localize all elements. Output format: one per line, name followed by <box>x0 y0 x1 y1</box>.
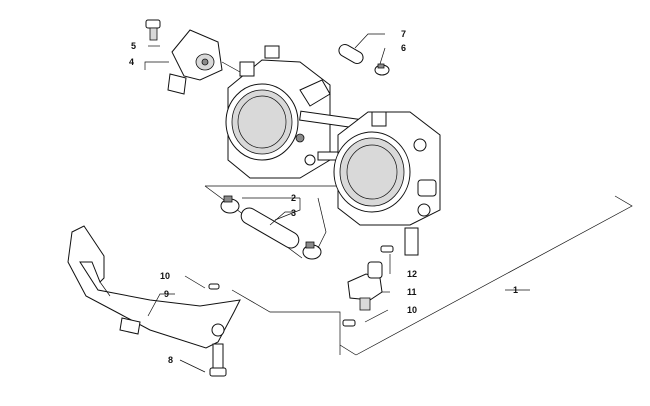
hose-clamp-upper <box>220 195 240 214</box>
throttle-position-sensor <box>167 29 241 95</box>
fuel-injector <box>347 261 383 311</box>
callout-10-left: 10 <box>160 271 170 281</box>
callout-10-right: 10 <box>407 305 417 315</box>
callout-5: 5 <box>131 41 136 51</box>
injector-seal <box>380 245 394 253</box>
callout-11: 11 <box>407 287 417 297</box>
vent-hose <box>338 44 364 64</box>
throttle-body-right <box>333 111 441 256</box>
callout-9: 9 <box>164 289 169 299</box>
callout-8: 8 <box>168 355 173 365</box>
callout-labels: 5 4 7 6 2 3 10 9 8 12 11 10 1 <box>129 29 518 365</box>
sensor-bolt <box>145 19 161 41</box>
hose-clamp-lower <box>302 241 322 260</box>
o-ring-upper <box>208 283 220 290</box>
throttle-body-left <box>225 45 331 179</box>
o-ring-lower <box>342 319 356 327</box>
callout-6: 6 <box>401 43 406 53</box>
callout-1: 1 <box>513 285 518 295</box>
bracket-bolt <box>209 343 227 377</box>
callout-4: 4 <box>129 57 134 67</box>
callout-7: 7 <box>401 29 406 39</box>
callout-2: 2 <box>291 193 296 203</box>
hose-clamp-small <box>374 63 390 76</box>
mounting-bracket <box>67 225 241 349</box>
callout-3: 3 <box>291 208 296 218</box>
callout-12: 12 <box>407 269 417 279</box>
leader-lines <box>144 33 530 373</box>
